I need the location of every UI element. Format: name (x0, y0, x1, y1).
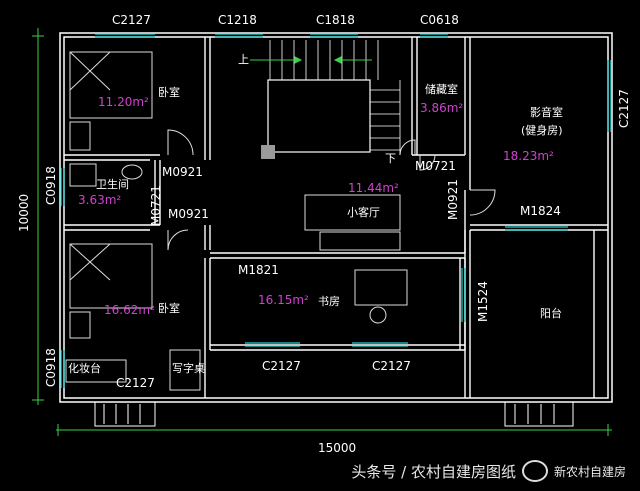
area-study: 16.15m² (258, 293, 309, 307)
room-label-dresser: 化妆台 (68, 361, 101, 375)
room-label-balcony: 阳台 (540, 306, 562, 320)
watermark-text: 头条号 / 农村自建房图纸 (351, 462, 516, 481)
window-label-left-2: C0918 (44, 348, 58, 387)
door-label-m0921-c: M0921 (446, 179, 460, 220)
bed-top (69, 51, 153, 119)
study-desk-shape (354, 269, 408, 306)
window-label-left-1: C0918 (44, 166, 58, 205)
staircase (250, 40, 401, 159)
room-label-study: 书房 (318, 295, 340, 308)
balcony-railings (94, 401, 574, 427)
watermark-logo-icon (521, 460, 548, 482)
door-label-m1524: M1524 (476, 281, 490, 322)
stairs-up-label: 上 (238, 53, 249, 66)
room-label-living-small: 小客厅 (347, 205, 380, 219)
interior-walls (64, 37, 608, 398)
window-label-top-4: C0618 (420, 13, 459, 27)
area-living-small: 11.44m² (348, 181, 399, 195)
watermark-badge: 新农村自建房 (553, 464, 626, 479)
door-label-m0921-a: M0921 (162, 165, 203, 179)
room-label-theater-sub: (健身房) (521, 123, 563, 137)
area-bedroom-bottom: 16.62m² (104, 303, 155, 317)
door-label-m0721-a: M0721 (149, 185, 163, 226)
sofa-shape (304, 194, 401, 231)
room-label-storage: 储藏室 (425, 82, 458, 96)
window-label-top-1: C2127 (112, 13, 151, 27)
bed-bottom (69, 243, 153, 309)
room-label-bedroom-bottom: 卧室 (158, 301, 180, 315)
room-label-desk: 写字桌 (172, 361, 205, 375)
room-label-bathroom: 卫生间 (96, 177, 129, 191)
area-bedroom-top: 11.20m² (98, 95, 149, 109)
window-label-top-2: C1218 (218, 13, 257, 27)
stairs-down-label: 下 (385, 152, 396, 165)
window-label-bottom-3: C2127 (372, 359, 411, 373)
door-label-m0721-b: M0721 (415, 159, 456, 173)
area-storage: 3.86m² (420, 101, 463, 115)
dimension-width: 15000 (318, 441, 356, 455)
door-label-m0921-b: M0921 (168, 207, 209, 221)
area-bathroom: 3.63m² (78, 193, 121, 207)
dimension-height: 10000 (17, 194, 31, 232)
window-label-right: C2127 (617, 89, 631, 128)
dimension-lines (32, 28, 612, 436)
furniture (65, 51, 408, 391)
area-theater: 18.23m² (503, 149, 554, 163)
window-label-top-3: C1818 (316, 13, 355, 27)
watermark: 头条号 / 农村自建房图纸 新农村自建房 (345, 457, 632, 485)
window-label-bottom-1: C2127 (116, 376, 155, 390)
room-label-bedroom-top: 卧室 (158, 85, 180, 99)
door-label-m1821: M1821 (238, 263, 279, 277)
window-label-bottom-2: C2127 (262, 359, 301, 373)
dresser-shape (65, 359, 127, 383)
windows (60, 33, 612, 388)
desk-shape (169, 349, 201, 391)
room-label-theater: 影音室 (530, 105, 563, 119)
door-label-m1824: M1824 (520, 204, 561, 218)
